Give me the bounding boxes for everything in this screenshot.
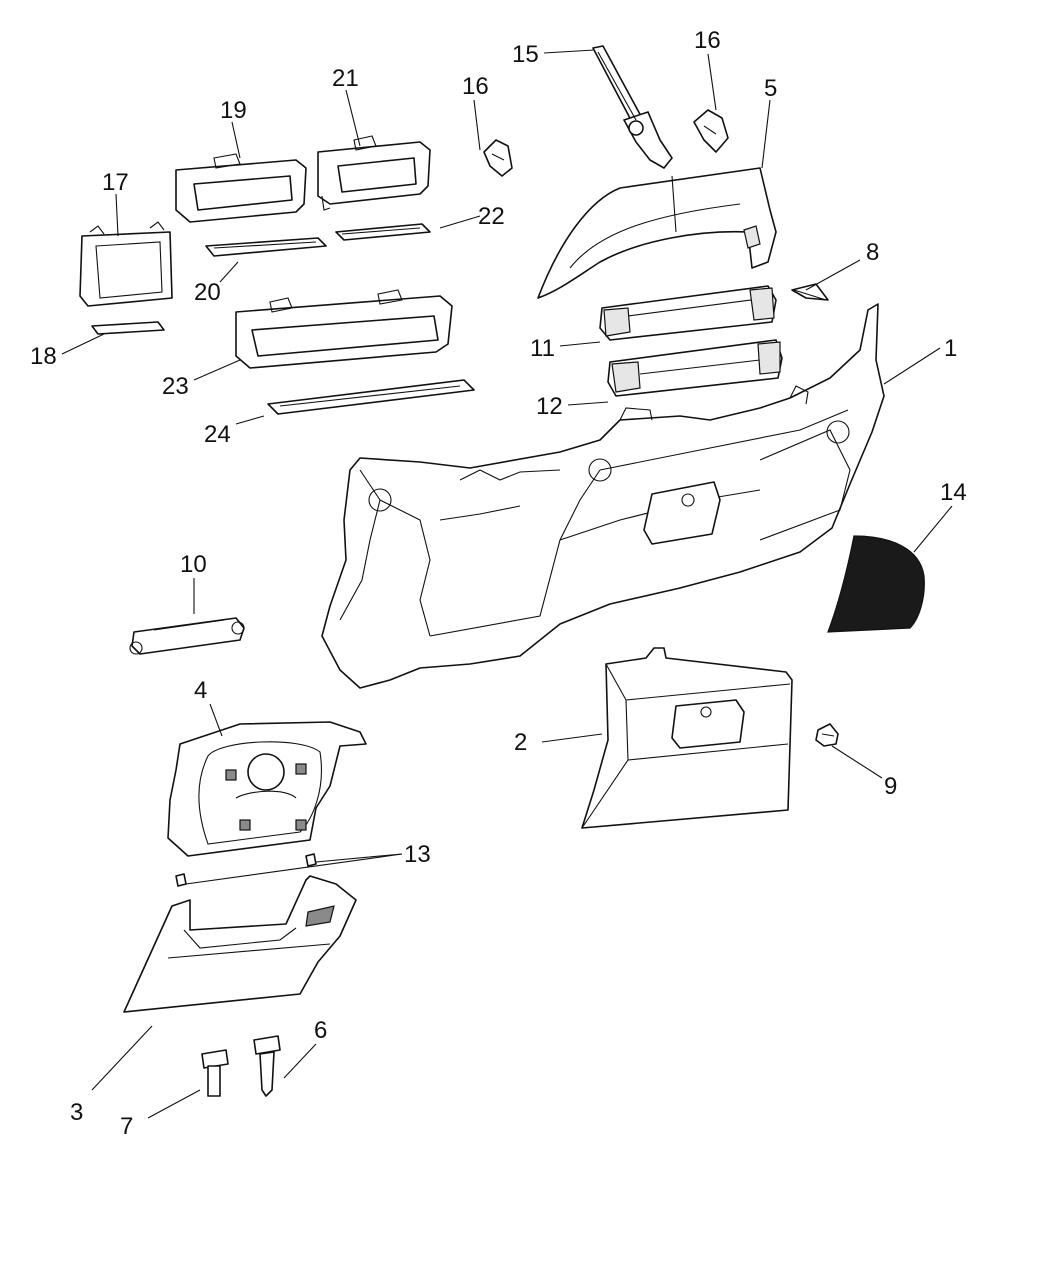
part-10-bracket — [129, 617, 245, 655]
part-2-glove-box — [581, 647, 793, 829]
callout-19: 19 — [220, 97, 247, 124]
callout-4: 4 — [194, 677, 207, 704]
part-13-clips — [175, 853, 317, 887]
part-16-clip-right — [693, 109, 729, 153]
part-5-top-cover — [537, 167, 777, 299]
callout-20: 20 — [194, 279, 221, 306]
callout-22: 22 — [478, 203, 505, 230]
callout-2: 2 — [514, 729, 527, 756]
part-6-bolt — [253, 1035, 281, 1097]
callout-15: 15 — [512, 41, 539, 68]
part-21-vent-housing — [317, 135, 431, 211]
part-15-bracket — [592, 45, 673, 169]
callout-17: 17 — [102, 169, 129, 196]
part-18-trim — [91, 321, 165, 335]
part-3-knee-panel — [123, 875, 357, 1013]
callout-10: 10 — [180, 551, 207, 578]
callout-16-left: 16 — [462, 73, 489, 100]
part-19-vent-housing — [175, 153, 307, 223]
part-8-clip — [791, 283, 829, 301]
callout-7: 7 — [120, 1113, 133, 1140]
part-1-instrument-panel — [321, 303, 885, 689]
part-4-column-cover — [167, 721, 367, 857]
callout-23: 23 — [162, 373, 189, 400]
part-23-long-vent — [235, 289, 453, 369]
part-22-vent-trim — [335, 223, 431, 241]
callout-24: 24 — [204, 421, 231, 448]
callout-16-right: 16 — [694, 27, 721, 54]
part-14-end-cap — [827, 535, 925, 633]
callout-6: 6 — [314, 1017, 327, 1044]
callout-9: 9 — [884, 773, 897, 800]
part-9-fastener — [815, 723, 839, 747]
part-16-clip-left — [483, 139, 513, 177]
callout-1: 1 — [944, 335, 957, 362]
part-12-bar — [607, 339, 783, 397]
callout-12: 12 — [536, 393, 563, 420]
part-17-center-box — [79, 221, 173, 307]
part-7-bolt — [201, 1049, 229, 1097]
callout-5: 5 — [764, 75, 777, 102]
leader-lines — [61, 49, 953, 1119]
callout-8: 8 — [866, 239, 879, 266]
callout-14: 14 — [940, 479, 967, 506]
callout-3: 3 — [70, 1099, 83, 1126]
part-24-long-trim — [267, 379, 475, 415]
callout-21: 21 — [332, 65, 359, 92]
callout-11: 11 — [530, 335, 555, 362]
callout-13: 13 — [404, 841, 431, 868]
part-11-bar — [599, 285, 777, 341]
callout-18: 18 — [30, 343, 57, 370]
part-20-vent-trim — [205, 237, 327, 257]
